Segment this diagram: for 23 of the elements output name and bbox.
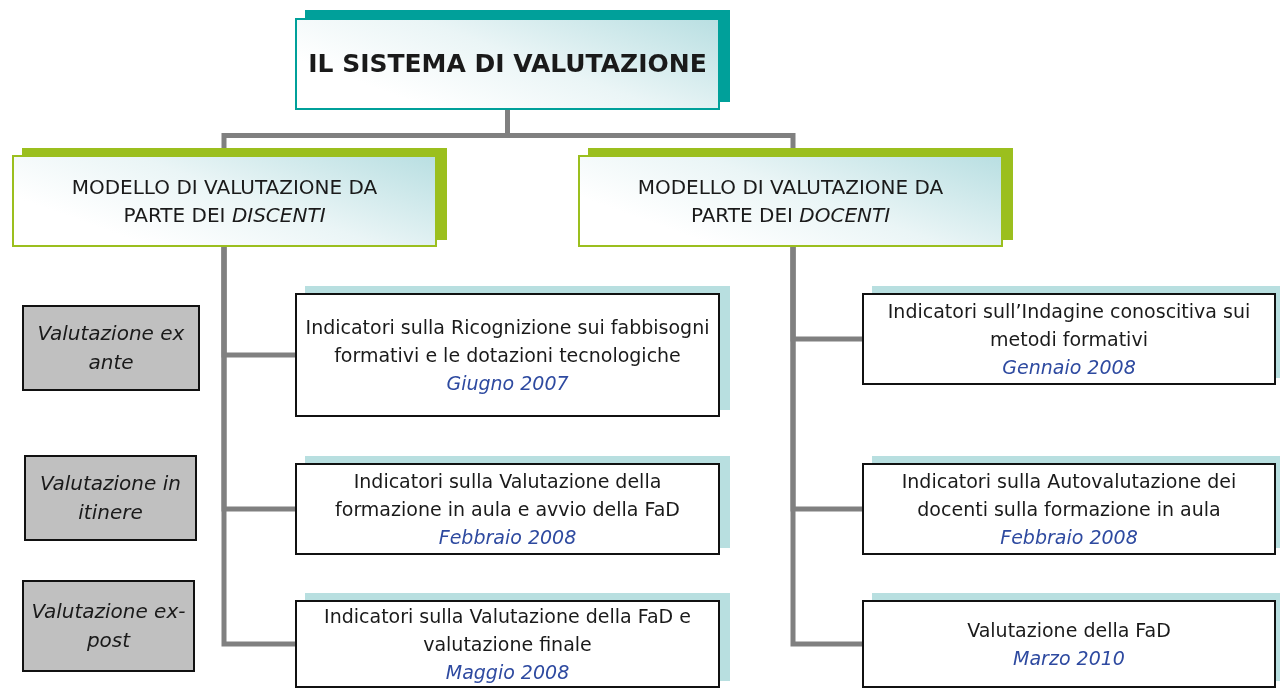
- date-label: Gennaio 2008: [1002, 355, 1136, 380]
- box-text: Valutazione in itinere: [39, 470, 182, 526]
- box-text: MODELLO DI VALUTAZIONE DA PARTE DEI DOCENTI: [636, 174, 945, 229]
- box-text: Valutazione ex-post: [30, 598, 187, 654]
- box-text: Indicatori sulla Ricognizione sui fabbisogni formativi e le dotazioni tecnologiche: [304, 315, 711, 368]
- box-text: Indicatori sulla Valutazione della formazione in aula e avvio della FaD: [334, 469, 681, 522]
- date-label: Febbraio 2008: [438, 525, 577, 550]
- box-text: MODELLO DI VALUTAZIONE DA PARTE DEI DISCENTI: [70, 174, 379, 229]
- connector-line: [790, 247, 862, 647]
- phase-box: [24, 455, 197, 541]
- date-label: Febbraio 2008: [1000, 525, 1138, 550]
- box-text: Valutazione ex ante: [36, 320, 186, 376]
- date-label: Giugno 2007: [446, 371, 569, 396]
- box-text: Indicatori sulla Autovalutazione dei docenti sulla formazione in aula: [900, 469, 1238, 522]
- date-label: Marzo 2010: [1013, 646, 1125, 671]
- phase-box: [22, 305, 200, 391]
- box-text: Indicatori sulla Valutazione della FaD e valutazione finale: [323, 604, 692, 657]
- phase-box: [22, 580, 195, 672]
- date-label: Maggio 2008: [445, 660, 570, 685]
- box-text: IL SISTEMA DI VALUTAZIONE: [308, 48, 707, 80]
- box-text: Indicatori sull’Indagine conoscitiva sui metodi formativi: [886, 299, 1252, 352]
- box-text: Valutazione della FaD: [967, 618, 1171, 643]
- connector-line: [221, 247, 295, 647]
